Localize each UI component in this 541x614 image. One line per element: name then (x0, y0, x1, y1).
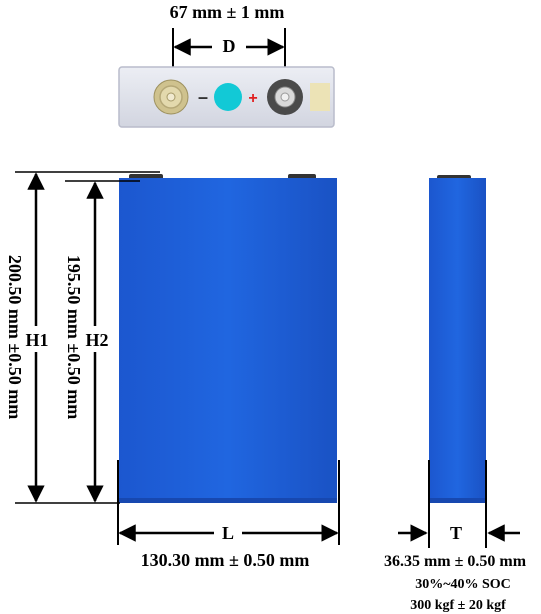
l-dimension-letter: L (222, 523, 234, 543)
t-dimension-letter: T (450, 523, 462, 543)
h2-dimension-value: 195.50 mm ±0.50 mm (64, 255, 84, 419)
cell-side-bottom-edge (429, 498, 486, 503)
cell-front-view (119, 178, 337, 503)
h1-dimension-letter: H1 (25, 330, 48, 350)
h1-dimension-value: 200.50 mm ±0.50 mm (5, 255, 25, 419)
safety-vent-icon (214, 83, 242, 111)
soc-note: 30%~40% SOC (415, 577, 511, 592)
terminal-negative-icon (153, 79, 189, 115)
h2-label-backdrop (80, 326, 112, 352)
barcode-patch (310, 83, 330, 111)
l-label-backdrop (214, 520, 242, 544)
plus-sign: + (248, 90, 257, 107)
force-note: 300 kgf ± 20 kgf (410, 598, 506, 613)
cell-side-view (429, 178, 486, 503)
h1-label-backdrop (22, 326, 52, 352)
h2-dimension-letter: H2 (85, 330, 108, 350)
terminal-positive-icon (267, 79, 303, 115)
cell-front-bottom-edge (119, 498, 337, 503)
minus-sign: – (198, 87, 208, 107)
d-dimension-value: 67 mm ± 1 mm (170, 2, 285, 22)
l-dimension-value: 130.30 mm ± 0.50 mm (141, 550, 310, 570)
d-dimension-letter: D (223, 36, 236, 56)
d-label-backdrop (212, 34, 246, 58)
t-dimension-value: 36.35 mm ± 0.50 mm (384, 553, 527, 570)
